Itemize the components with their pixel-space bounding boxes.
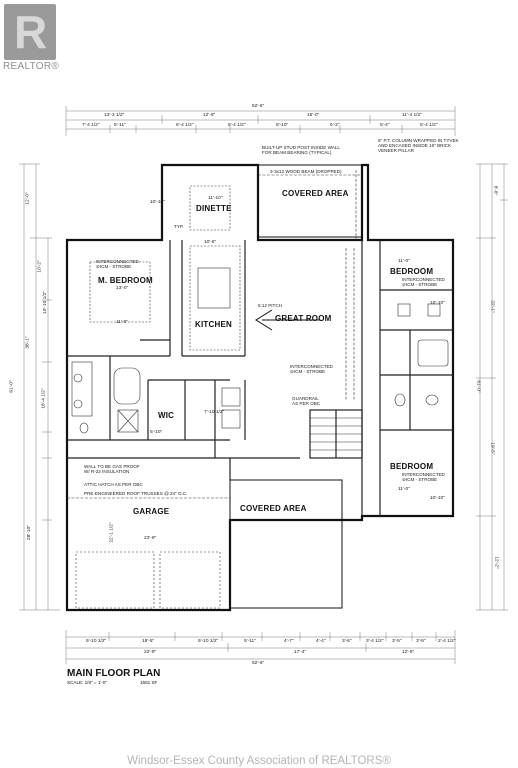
dim-right-overall: 61'-0" <box>475 380 481 393</box>
dim-dinette-height: 10'-10" <box>150 200 165 205</box>
note-typical: TYP. <box>174 224 184 229</box>
footer-credit: Windsor-Essex County Association of REAL… <box>127 755 391 767</box>
dim-top2-e: 8'-10" <box>276 123 289 128</box>
room-label-covered-area-top: COVERED AREA <box>282 189 349 198</box>
realtor-logo-text: REALTOR® <box>3 61 60 72</box>
dim-top2-h: 6'-4 1/2" <box>420 123 438 128</box>
dim-left-overall: 61'-0" <box>9 380 15 393</box>
dim-overall-bottom: 52'-6" <box>252 661 265 666</box>
dim-top2-d: 6'-4 1/2" <box>228 123 246 128</box>
room-label-great-room: GREAT ROOM <box>275 314 332 323</box>
room-label-bedroom-bottom: BEDROOM <box>390 462 434 471</box>
note-stud-post: BUILT-UP STUD POST INSIDE WALL FOR BEAM … <box>262 145 340 155</box>
dim-bottom-a: 22'-9" <box>144 650 157 655</box>
dim-right-b: 22'-1" <box>489 300 495 313</box>
dim-bottom2-k: 2'-4 1/2" <box>438 639 456 644</box>
dim-left-d: 10'-2" <box>37 260 43 273</box>
dim-bedroom-top-height: 10'-10" <box>430 301 445 306</box>
realtor-logo-letter: R <box>14 6 48 58</box>
dim-top2-f: 6'-2" <box>330 123 340 128</box>
dim-master-height: 11'-0" <box>116 320 128 325</box>
dim-bottom2-b: 18'-5" <box>142 639 155 644</box>
dim-bottom2-e: 4'-7" <box>284 639 294 644</box>
note-wood-beam: 3-3x12 WOOD BEAM (DROPPED) <box>270 169 342 174</box>
dim-bottom-b: 17'-4" <box>294 650 307 655</box>
dim-top-a: 13'-3 1/2" <box>104 113 125 118</box>
note-roof-trusses: PRE-ENGINEERED ROOF TRUSSES @ 24" O.C. <box>84 491 188 496</box>
note-smoke-bedroom-top: INTERCONNECTED ⊘ICM - STROBE <box>402 277 445 287</box>
note-guardrail: GUARDRAIL AS PER OBC <box>292 396 321 406</box>
note-smoke-master: INTERCONNECTED ⊘ICM - STROBE <box>96 259 139 269</box>
dim-wic-height: 5'-10" <box>150 430 163 435</box>
dim-garage-width: 23'-9" <box>144 536 157 541</box>
note-smoke-great-room: INTERCONNECTED ⊘ICM - STROBE <box>290 364 333 374</box>
dim-right-c: 19'-5" <box>489 442 495 455</box>
dim-overall-top: 52'-6" <box>252 104 265 109</box>
dim-kitchen-width: 10'-6" <box>204 240 217 245</box>
note-column: 6" P.T. COLUMN WRAPPED IN TYVEK AND ENCA… <box>378 138 459 153</box>
dim-dinette-width: 11'-10" <box>208 196 223 201</box>
dim-top2-c: 6'-4 1/2" <box>176 123 194 128</box>
dim-top-d: 11'-4 1/2" <box>402 113 422 118</box>
note-pitch: 5:12 PITCH <box>258 303 282 308</box>
realtor-logo: R <box>4 4 56 60</box>
dim-right-a: 8'-8" <box>492 185 498 196</box>
dim-bottom2-c: 5'-10 1/2" <box>198 639 219 644</box>
dim-bedroom-top-width: 11'-0" <box>398 259 410 264</box>
plan-scale: SCALE: 1/8" = 1'-0" <box>67 680 108 685</box>
dim-bottom-c: 12'-5" <box>402 650 415 655</box>
room-label-wic: WIC <box>158 411 175 420</box>
plan-title: MAIN FLOOR PLAN <box>67 668 161 679</box>
note-attic-hatch: ATTIC HATCH AS PER OBC <box>84 482 143 487</box>
dim-top2-g: 5'-4" <box>380 123 390 128</box>
room-label-kitchen: KITCHEN <box>195 320 232 329</box>
dim-top2-b: 5'-11" <box>114 123 126 128</box>
plan-area: 1681 SF <box>140 680 158 685</box>
dim-left-b: 38'-1" <box>25 336 31 349</box>
dim-master-width: 13'-0" <box>116 286 129 291</box>
dim-bottom2-j: 3'-9" <box>416 639 426 644</box>
note-smoke-bedroom-bottom: INTERCONNECTED ⊘ICM - STROBE <box>402 472 445 482</box>
dim-left-f: 18'-4 1/2" <box>41 388 47 409</box>
dim-bottom2-g: 3'-6" <box>342 639 352 644</box>
note-gas-proof: WALL TO BE GAS PROOF W/ R-22 INSULATION <box>84 464 140 474</box>
dim-wic-width: 7'-10 1/2" <box>204 410 225 415</box>
dim-top-b: 12'-9" <box>203 113 216 118</box>
room-label-covered-area-bottom: COVERED AREA <box>240 504 307 513</box>
dim-bottom2-h: 3'-4 1/2" <box>366 639 384 644</box>
dim-bottom2-f: 4'-4" <box>316 639 326 644</box>
dim-garage-height: 22'-1 1/2" <box>109 522 115 543</box>
dim-bottom2-d: 5'-11" <box>244 639 256 644</box>
dim-left-c: 28'-10" <box>26 525 32 540</box>
room-label-master-bedroom: M. BEDROOM <box>98 276 153 285</box>
dim-left-e: 10'-10 1/2" <box>42 291 48 314</box>
dim-right-d: 12'-2" <box>493 556 499 569</box>
dim-bottom2-a: 5'-10 1/2" <box>86 639 107 644</box>
room-label-bedroom-top: BEDROOM <box>390 267 434 276</box>
dim-bedroom-bottom-height: 10'-10" <box>430 496 445 501</box>
dim-top-c: 15'-0" <box>307 113 320 118</box>
dim-bedroom-bottom-width: 11'-0" <box>398 487 410 492</box>
room-label-dinette: DINETTE <box>196 204 232 213</box>
dim-top2-a: 7'-4 1/2" <box>82 123 100 128</box>
dim-left-a: 12'-0" <box>25 192 31 205</box>
dim-bottom2-i: 3'-5" <box>392 639 402 644</box>
room-label-garage: GARAGE <box>133 507 170 516</box>
